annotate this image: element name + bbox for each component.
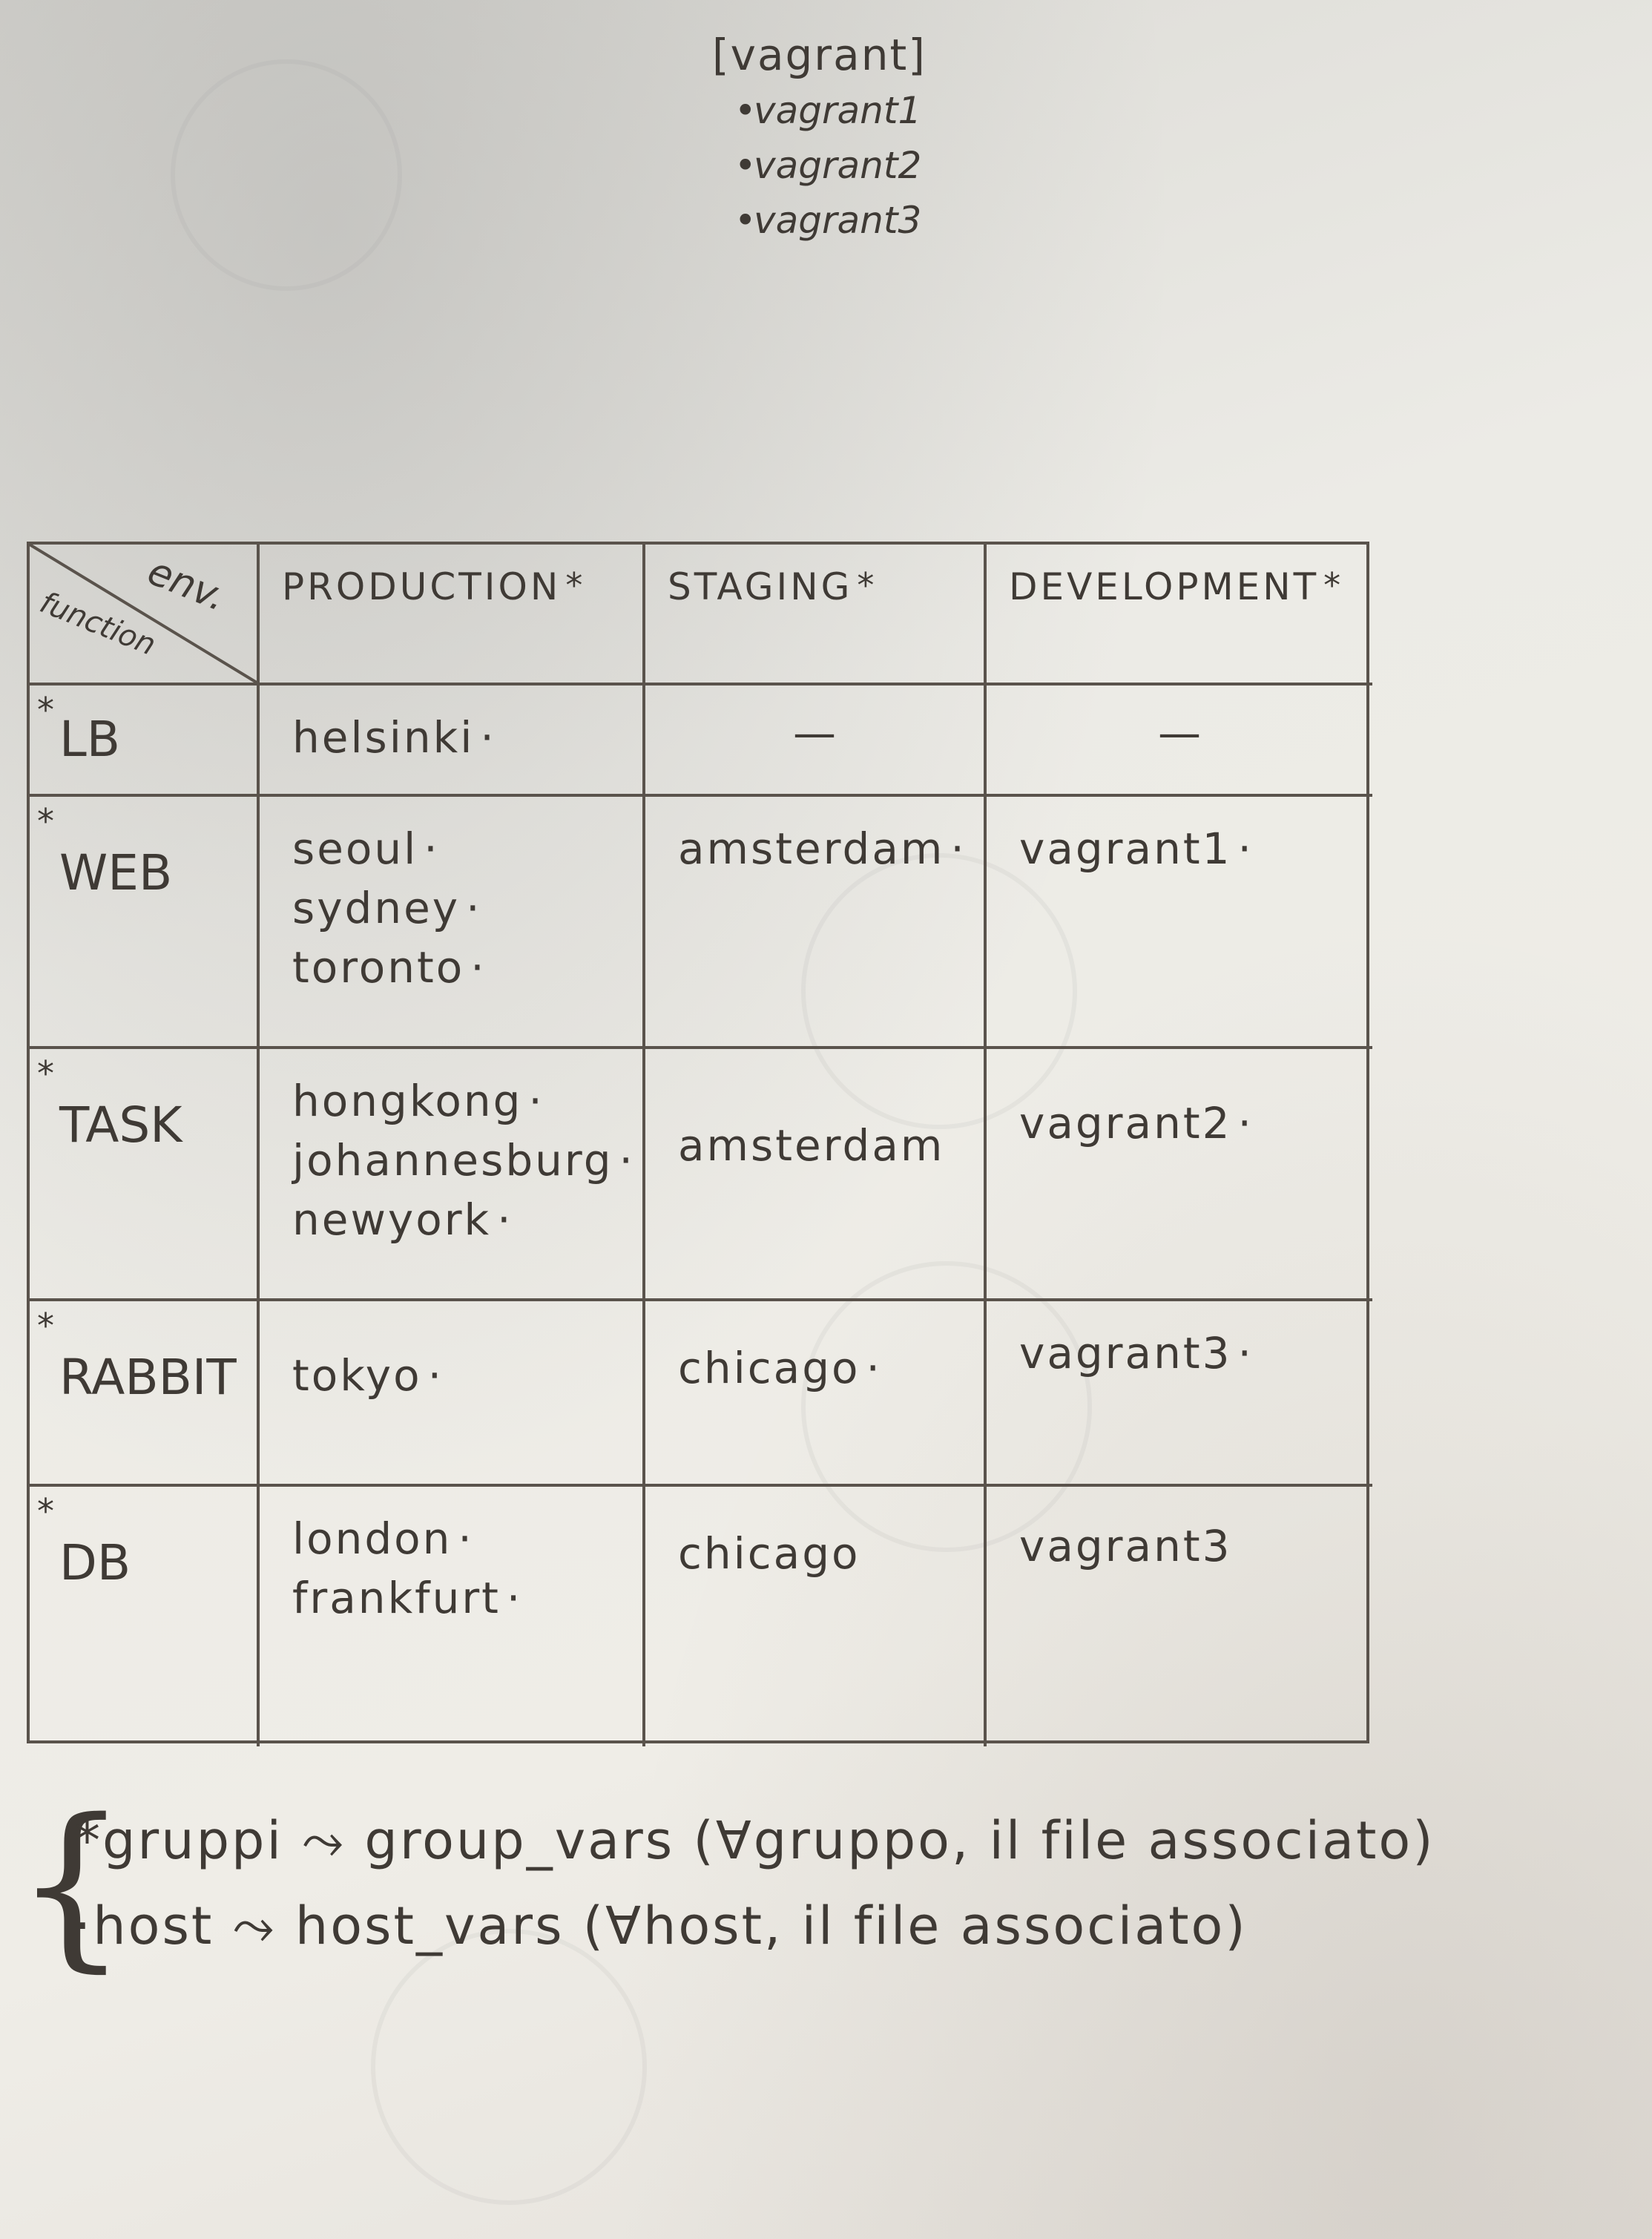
group-mark-icon: * bbox=[37, 801, 54, 841]
cell-task-production: hongkong· johannesburg· newyork· bbox=[260, 1049, 645, 1301]
ghost-circle bbox=[801, 853, 1077, 1129]
host-entry: helsinki· bbox=[292, 712, 496, 763]
column-header-staging: STAGING* bbox=[645, 545, 987, 685]
cell-db-staging: chicago bbox=[645, 1487, 987, 1746]
cell-db-production: london· frankfurt· bbox=[260, 1487, 645, 1746]
list-item: •vagrant3 bbox=[734, 193, 1009, 248]
host-entry: london· bbox=[292, 1513, 474, 1564]
inventory-group-block: [vagrant] •vagrant1 •vagrant2 •vagrant3 bbox=[712, 30, 1009, 248]
group-mark-icon: * bbox=[37, 1053, 54, 1094]
host-entry: toronto· bbox=[292, 942, 487, 993]
host-entry: amsterdam· bbox=[678, 823, 967, 874]
ghost-circle bbox=[171, 59, 402, 291]
inventory-table: env. function PRODUCTION* STAGING* DEVEL… bbox=[27, 542, 1372, 1746]
bullet-icon: • bbox=[734, 89, 757, 132]
host-entry: vagrant3· bbox=[1019, 1328, 1254, 1378]
host-entry: chicago· bbox=[678, 1343, 882, 1393]
group-mark-icon: * bbox=[37, 690, 54, 730]
cell-lb-development: — bbox=[987, 685, 1372, 797]
host-entry: newyork· bbox=[292, 1194, 513, 1245]
table-corner-cell: env. function bbox=[30, 545, 260, 685]
legend-brace: { bbox=[15, 1781, 128, 1988]
legend-hosts-line: ·host ⤳ host_vars (∀host, il file associ… bbox=[74, 1896, 1248, 1956]
cell-web-staging: amsterdam· bbox=[645, 797, 987, 1049]
legend-groups-line: *gruppi ⤳ group_vars (∀gruppo, il file a… bbox=[74, 1810, 1435, 1871]
column-header-production: PRODUCTION* bbox=[260, 545, 645, 685]
inventory-group-title: [vagrant] bbox=[712, 30, 927, 80]
bullet-icon: • bbox=[734, 199, 757, 242]
row-header-rabbit: *RABBIT bbox=[30, 1301, 260, 1487]
cell-rabbit-production: tokyo· bbox=[260, 1301, 645, 1487]
group-mark-icon: * bbox=[37, 1491, 54, 1531]
row-header-task: *TASK bbox=[30, 1049, 260, 1301]
row-header-db: *DB bbox=[30, 1487, 260, 1746]
cell-lb-production: helsinki· bbox=[260, 685, 645, 797]
host-entry: seoul· bbox=[292, 823, 440, 874]
list-item: •vagrant2 bbox=[734, 138, 1009, 193]
column-header-development: DEVELOPMENT* bbox=[987, 545, 1372, 685]
ghost-circle bbox=[371, 1929, 647, 2205]
host-entry: frankfurt· bbox=[292, 1573, 523, 1623]
group-mark-icon: * bbox=[1323, 565, 1344, 605]
host-entry: vagrant3 bbox=[1019, 1521, 1232, 1571]
host-entry: johannesburg· bbox=[292, 1135, 635, 1186]
row-header-web: *WEB bbox=[30, 797, 260, 1049]
inventory-host-list: •vagrant1 •vagrant2 •vagrant3 bbox=[712, 83, 1009, 248]
host-entry: vagrant1· bbox=[1019, 823, 1254, 874]
group-mark-icon: * bbox=[857, 565, 878, 605]
row-header-lb: *LB bbox=[30, 685, 260, 797]
cell-task-staging: amsterdam bbox=[645, 1049, 987, 1301]
bullet-icon: • bbox=[734, 144, 757, 187]
cell-rabbit-staging: chicago· bbox=[645, 1301, 987, 1487]
corner-diagonal bbox=[30, 545, 258, 684]
cell-web-development: vagrant1· bbox=[987, 797, 1372, 1049]
group-mark-icon: * bbox=[37, 1306, 54, 1346]
host-entry: chicago bbox=[678, 1528, 860, 1579]
host-entry: amsterdam bbox=[678, 1120, 945, 1171]
host-entry: tokyo· bbox=[292, 1350, 444, 1401]
group-mark-icon: * bbox=[565, 565, 586, 605]
cell-db-development: vagrant3 bbox=[987, 1487, 1372, 1746]
cell-lb-staging: — bbox=[645, 685, 987, 797]
ghost-circle bbox=[801, 1261, 1092, 1552]
host-entry: hongkong· bbox=[292, 1076, 544, 1126]
cell-rabbit-development: vagrant3· bbox=[987, 1301, 1372, 1487]
list-item: •vagrant1 bbox=[734, 83, 1009, 138]
cell-web-production: seoul· sydney· toronto· bbox=[260, 797, 645, 1049]
cell-task-development: vagrant2· bbox=[987, 1049, 1372, 1301]
host-entry: sydney· bbox=[292, 883, 482, 933]
host-entry: vagrant2· bbox=[1019, 1098, 1254, 1148]
